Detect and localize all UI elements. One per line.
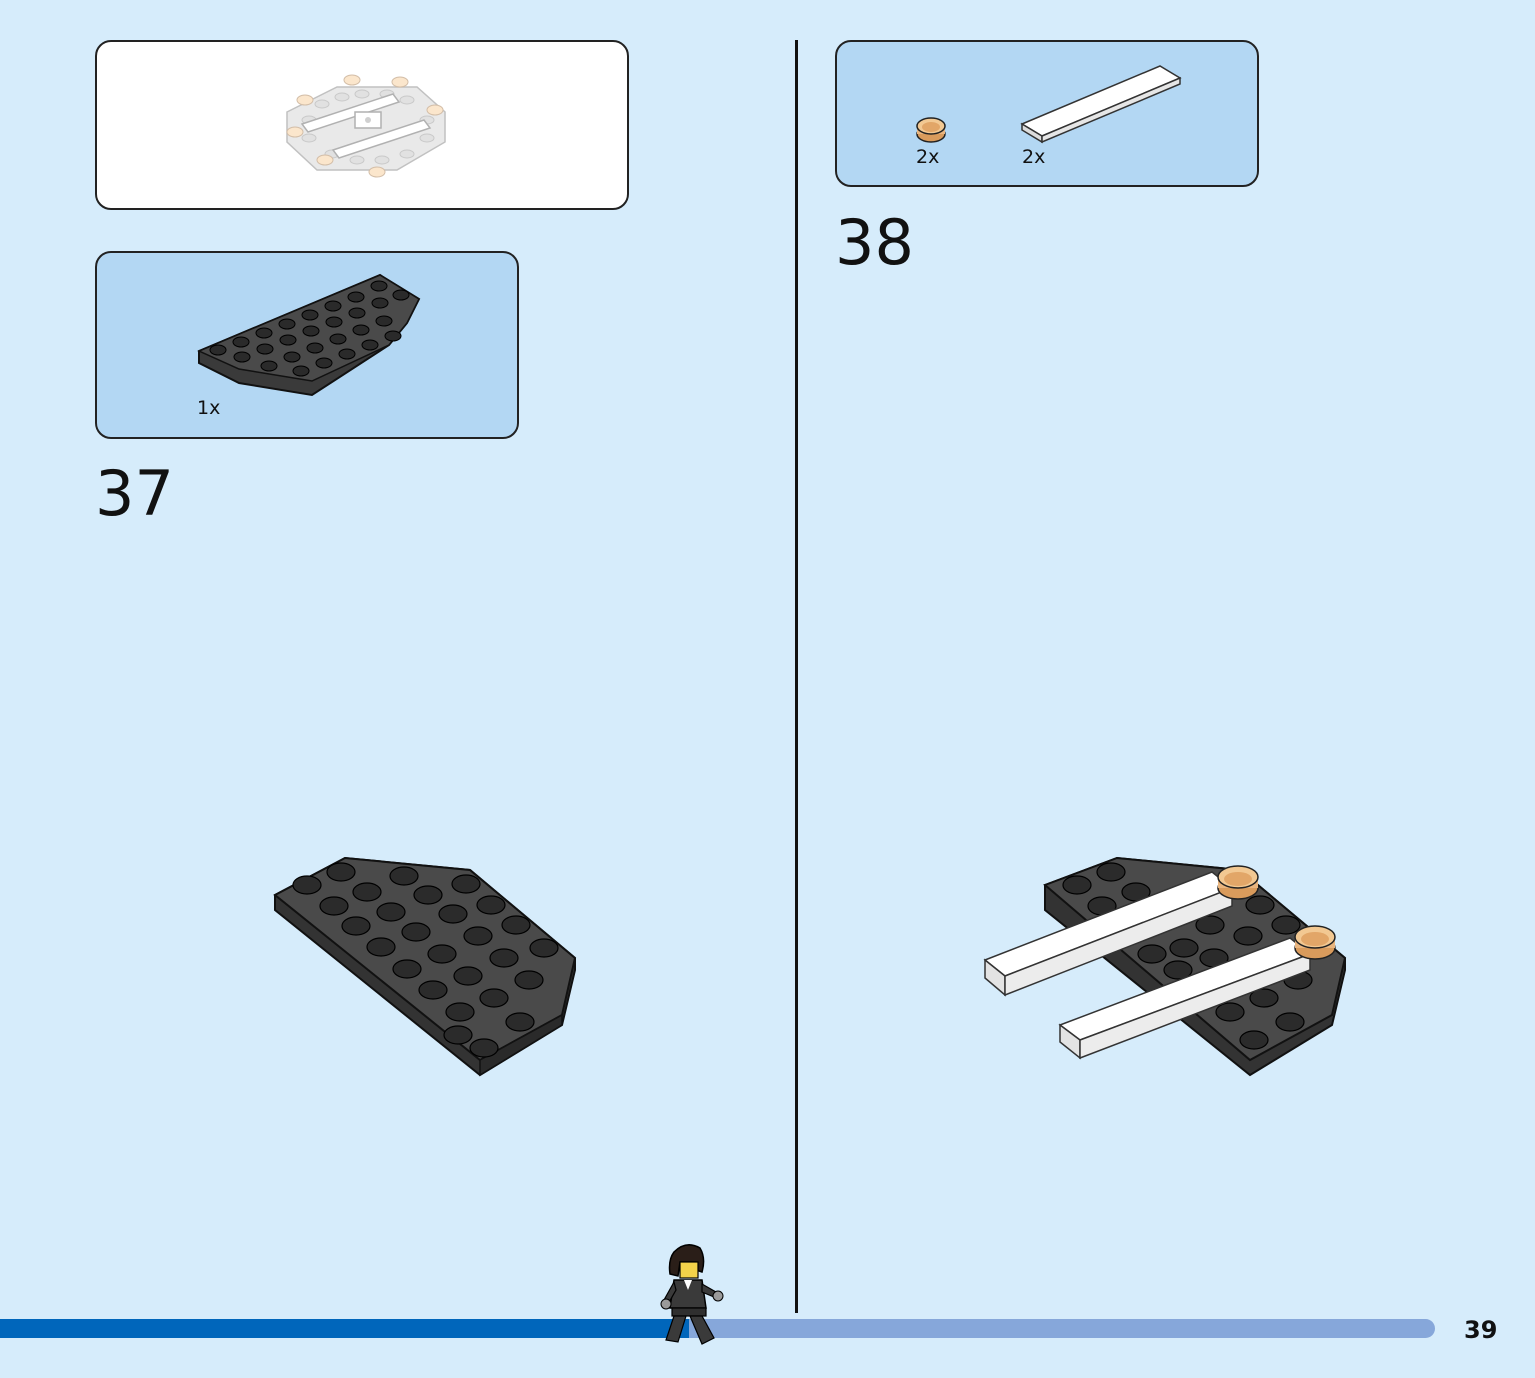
parts-callout-step-37: 1x [95, 251, 519, 439]
black-wedge-plate-icon [273, 856, 577, 1077]
step-number-37: 37 [95, 457, 174, 530]
step-number-38: 38 [835, 206, 914, 279]
white-flat-tile-icon [1020, 65, 1182, 144]
step-38-assembly-icon [983, 856, 1347, 1077]
part-quantity: 2x [916, 146, 940, 168]
step-divider [795, 40, 798, 1313]
black-wedge-plate-icon [197, 273, 421, 397]
part-quantity: 2x [1022, 146, 1046, 168]
progress-bar-fill [0, 1319, 689, 1338]
parts-callout-step-38: 2x 2x [835, 40, 1259, 187]
minifigure-icon [660, 1244, 724, 1345]
tan-round-tile-icon [916, 117, 946, 143]
part-quantity: 1x [197, 397, 221, 419]
page-number: 39 [1464, 1316, 1498, 1344]
previous-assembly-icon [286, 74, 446, 178]
context-callout [95, 40, 629, 210]
